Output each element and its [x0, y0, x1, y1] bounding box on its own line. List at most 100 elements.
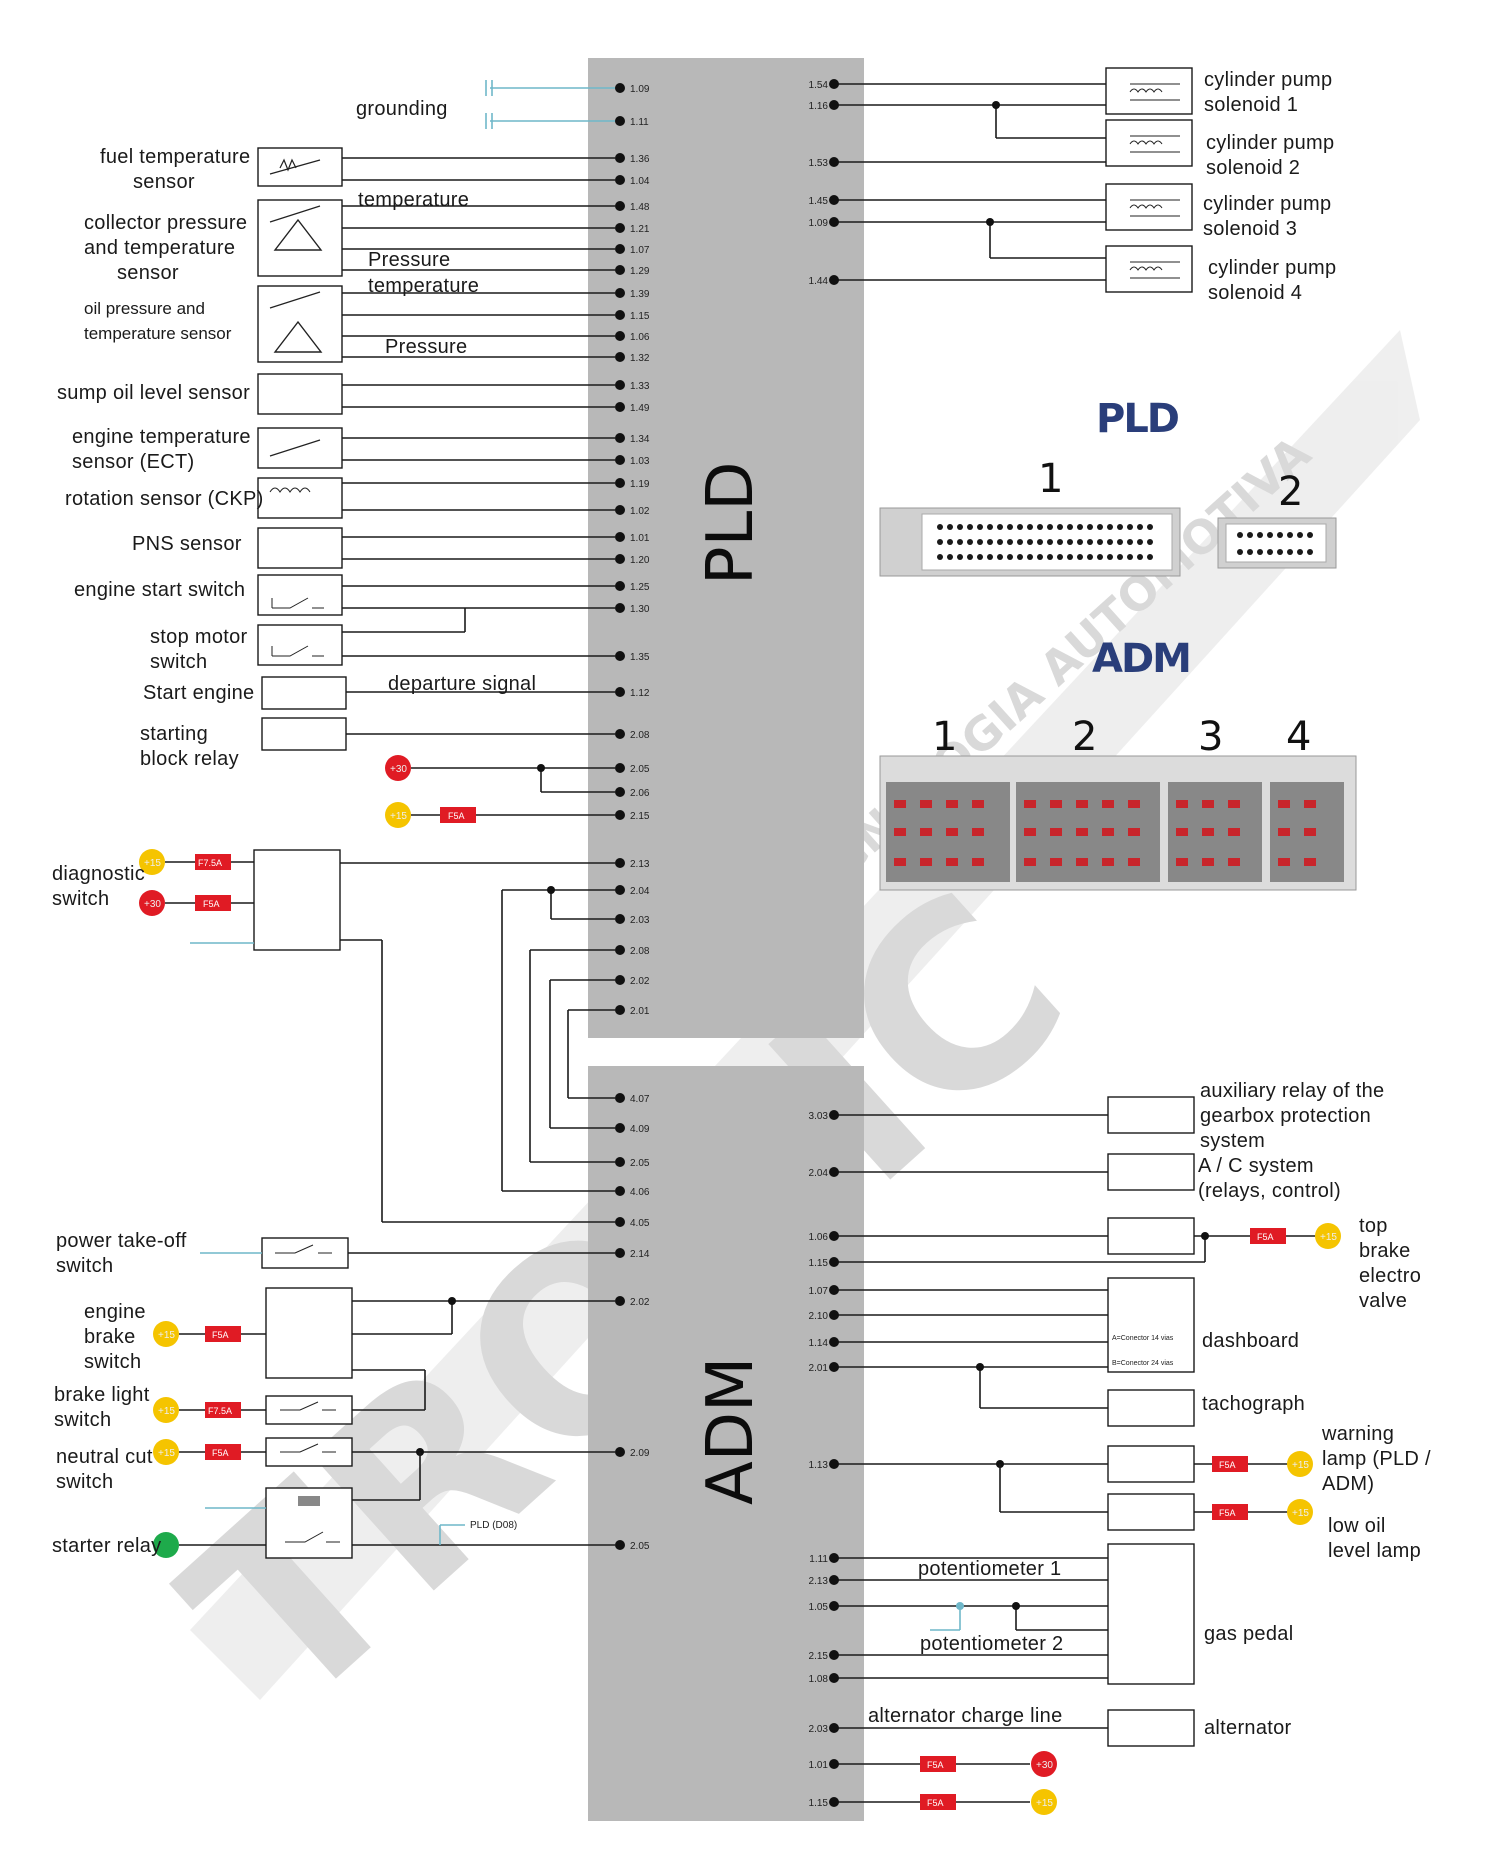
diag-plus15: +15	[144, 858, 161, 869]
collector-pressure-sensor: temperature Pressure collector pressure …	[84, 189, 615, 284]
aux-relay-label-3: system	[1200, 1130, 1265, 1152]
fuel-temperature-label-2: sensor	[133, 171, 195, 193]
pld-right-pins: 1.541.161.531.451.091.44	[809, 79, 839, 287]
pld-right-pin-dot	[829, 275, 839, 285]
pld-left-pin-dot	[615, 914, 625, 924]
pld-module-label: PLD	[694, 461, 768, 585]
adm-right-components: auxiliary relay of the gearbox protectio…	[838, 1080, 1431, 1815]
ac-label-2: (relays, control)	[1198, 1180, 1341, 1202]
pld-left-pin-dot	[615, 175, 625, 185]
tb-fuse: F5A	[1257, 1232, 1274, 1242]
pld-left-pin-dot	[615, 810, 625, 820]
pld-left-pin-dot	[615, 505, 625, 515]
pld-left-pin-label: 2.03	[630, 915, 650, 926]
cylinder-solenoids: cylinder pump solenoid 1 cylinder pump s…	[838, 67, 1336, 304]
top-brake-label-4: valve	[1359, 1290, 1407, 1312]
adm-right-pin-label: 1.13	[809, 1460, 829, 1471]
engine-brake-label-1: engine	[84, 1301, 146, 1323]
pld-left-pin-label: 1.01	[630, 533, 650, 544]
adm-right-pin-dot	[829, 1459, 839, 1469]
pld-left-pin-label: 2.02	[630, 976, 650, 987]
pto-label-1: power take-off	[56, 1230, 187, 1252]
pld-connector-illustration: PLD 1 2	[879, 396, 1337, 577]
adm-right-pin-dot	[829, 1673, 839, 1683]
pld-left-pin-label: 2.15	[630, 811, 650, 822]
adm-right-pin-label: 2.15	[809, 1651, 829, 1662]
nc-fuse: F5A	[212, 1448, 229, 1458]
start-engine: Start engine departure signal	[143, 673, 615, 710]
rotation-sensor: rotation sensor (CKP)	[65, 477, 615, 519]
plus30-text: +30	[390, 764, 407, 775]
pld-left-pin-label: 2.04	[630, 886, 650, 897]
starting-block-relay: starting block relay	[140, 717, 615, 770]
oil-temperature-label: temperature	[368, 275, 479, 297]
dashboard-conn24: B=Conector 24 vias	[1112, 1360, 1174, 1367]
fuse-f5a-label: F5A	[448, 811, 465, 821]
adm-right-pin-label: 2.01	[809, 1363, 829, 1374]
adm-left-pin-label: 2.14	[630, 1249, 650, 1260]
oil-sensor-label-2: temperature sensor	[84, 324, 232, 343]
adm-left-pin-dot	[615, 1296, 625, 1306]
adm-left-pin-dot	[615, 1186, 625, 1196]
adm-conn-num-3: 3	[1198, 714, 1223, 760]
pld-left-pin-label: 1.49	[630, 403, 650, 414]
adm-left-pin-label: 4.07	[630, 1094, 650, 1105]
pld-right-pin-dot	[829, 157, 839, 167]
pld-right-pin-label: 1.44	[809, 276, 829, 287]
adm-left-pin-label: 4.06	[630, 1187, 650, 1198]
sump-oil-label: sump oil level sensor	[57, 382, 250, 404]
adm-right-pin-label: 1.08	[809, 1674, 829, 1685]
adm-right-pin-dot	[829, 1167, 839, 1177]
adm-right-pin-dot	[829, 1797, 839, 1807]
collector-temperature-label: temperature	[358, 189, 469, 211]
brake-light-label-1: brake light	[54, 1384, 150, 1406]
bl-fuse: F7.5A	[208, 1406, 232, 1416]
collector-label-2: and temperature	[84, 237, 235, 259]
pld-right-pin-label: 1.45	[809, 196, 829, 207]
adm-left-pin-dot	[615, 1093, 625, 1103]
adm-left-pin-dot	[615, 1248, 625, 1258]
starter-relay: PLD (D08) starter relay	[52, 1487, 615, 1559]
start-engine-label: Start engine	[143, 682, 254, 704]
pld-left-pin-dot	[615, 763, 625, 773]
tachograph-label: tachograph	[1202, 1393, 1305, 1415]
pld-left-pin-label: 1.11	[630, 117, 649, 128]
fuel-temperature-label-1: fuel temperature	[100, 146, 250, 168]
neutral-cut-label-2: switch	[56, 1471, 113, 1493]
pld-left-pin-label: 2.05	[630, 764, 650, 775]
adm-right-pin-dot	[829, 1285, 839, 1295]
rotation-sensor-label: rotation sensor (CKP)	[65, 488, 264, 510]
wl-plus15: +15	[1292, 1460, 1309, 1471]
pld-left-pin-label: 1.20	[630, 555, 650, 566]
warning-label-2: lamp (PLD /	[1322, 1448, 1431, 1470]
cyl3-label-1: cylinder pump	[1203, 193, 1331, 215]
pld-d08-label: PLD (D08)	[470, 1520, 517, 1531]
adm-right-pin-label: 3.03	[809, 1111, 829, 1122]
adm-left-pin-dot	[615, 1447, 625, 1457]
adm-connector-illustration: ADM 1 2 3 4	[879, 636, 1357, 891]
pld-left-pin-dot	[615, 201, 625, 211]
wl-fuse: F5A	[1219, 1460, 1236, 1470]
pld-left-pin-label: 2.08	[630, 946, 650, 957]
pld-right-pin-dot	[829, 217, 839, 227]
warning-label-1: warning	[1321, 1423, 1394, 1445]
pld-left-pin-dot	[615, 1005, 625, 1015]
adm-plus15: +15	[1036, 1798, 1053, 1809]
pld-left-pin-dot	[615, 945, 625, 955]
adm-right-pin-label: 2.03	[809, 1724, 829, 1735]
adm-right-pin-label: 2.13	[809, 1576, 829, 1587]
pld-left-pin-label: 1.21	[630, 224, 650, 235]
power-take-off-switch: power take-off switch	[56, 1230, 615, 1277]
pld-right-pin-dot	[829, 100, 839, 110]
collector-label-3: sensor	[117, 262, 179, 284]
adm-right-pin-label: 2.10	[809, 1311, 829, 1322]
pld-left-pin-dot	[615, 265, 625, 275]
adm-right-pin-label: 1.14	[809, 1338, 829, 1349]
cyl1-label-2: solenoid 1	[1204, 94, 1298, 116]
lo-fuse: F5A	[1219, 1508, 1236, 1518]
pld-left-pin-dot	[615, 380, 625, 390]
pld-left-pin-dot	[615, 288, 625, 298]
top-brake-label-3: electro	[1359, 1265, 1421, 1287]
brake-light-switch: +15 F7.5A brake light switch	[54, 1384, 353, 1431]
